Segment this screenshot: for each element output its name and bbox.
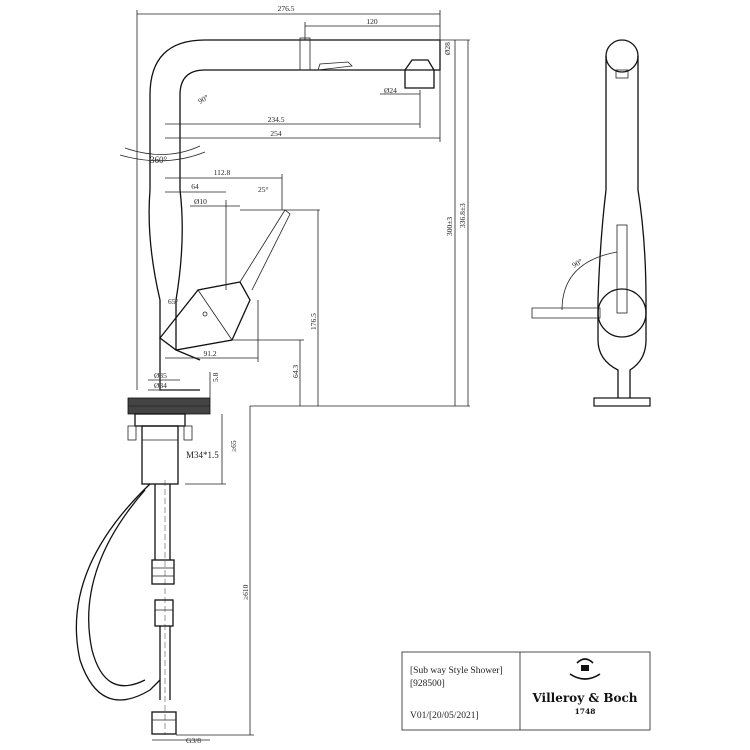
dim-height-5: 5.8 (211, 372, 220, 382)
product-code: [928500] (410, 679, 445, 689)
dimension-labels: 276.5 120 Ø28 Ø24 234.5 254 90° 360° 112… (150, 4, 584, 745)
dim-thread-len: ≥65 (229, 440, 238, 452)
dim-angle-65: 65° (168, 297, 179, 306)
dim-width-64: 64 (191, 182, 199, 191)
dim-angle-90-side: 90° (571, 257, 585, 270)
dim-height-176: 176.5 (309, 313, 318, 330)
dim-angle-90-front: 90° (197, 93, 211, 106)
dim-reach-234: 234.5 (268, 115, 285, 124)
dim-connector: G3/8 (186, 736, 201, 745)
dim-base-dia-35: Ø35 (154, 371, 167, 380)
dim-thread: M34*1.5 (186, 450, 219, 460)
dim-rotation: 360° (150, 155, 168, 165)
dim-outlet-dia: Ø28 (443, 42, 452, 55)
tap-front-view (75, 37, 441, 735)
dim-lever-dia: Ø10 (194, 197, 207, 206)
version-date: V01/[20/05/2021] (410, 711, 479, 721)
product-name: [Sub way Style Shower] (410, 666, 503, 676)
dim-height-64: 64.3 (291, 365, 300, 378)
dim-outlet-small-dia: Ø24 (384, 86, 397, 95)
dim-base-dia-34: Ø34 (154, 381, 167, 390)
dim-overall-width: 276.5 (278, 4, 295, 13)
dim-height-336: 336.8±3 (458, 203, 467, 228)
brand-name: Villeroy & Boch (531, 691, 637, 705)
tap-side-view (531, 39, 651, 407)
brand-year: 1748 (575, 707, 596, 716)
dim-width-91: 91.2 (203, 349, 216, 358)
dim-spout-length: 120 (366, 17, 378, 26)
dim-angle-25: 25° (258, 185, 269, 194)
dimension-lines (119, 10, 470, 741)
dim-width-112: 112.8 (214, 168, 231, 177)
dim-height-300: 300±3 (445, 217, 454, 236)
villeroy-boch-logo-icon (569, 658, 601, 680)
dim-hose-len: ≥610 (241, 584, 250, 600)
title-block: [Sub way Style Shower] [928500] V01/[20/… (401, 651, 651, 731)
dim-reach-254: 254 (270, 129, 282, 138)
